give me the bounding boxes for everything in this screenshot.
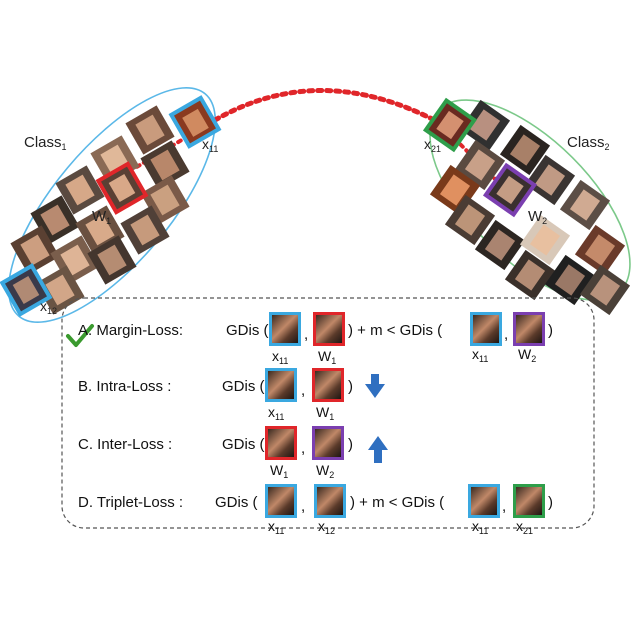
inter-w2-face [312, 426, 344, 460]
class2-label: Class2 [567, 134, 610, 152]
inter-w1-caption: W1 [270, 462, 289, 480]
class1-label: Class1 [24, 134, 67, 152]
margin-loss-label: A. Margin-Loss: [78, 322, 184, 339]
down-arrow-icon [365, 374, 385, 398]
margin-w1-caption: W1 [318, 348, 337, 366]
intra-x11-caption: x11 [268, 404, 285, 422]
x21-cluster-label: x21 [424, 136, 442, 154]
w1-cluster-label: W1 [92, 208, 112, 226]
loss-panel-border [61, 297, 595, 529]
triplet-x11-face [265, 484, 297, 518]
intra-close: ) [348, 378, 353, 395]
margin-x11-caption: x11 [272, 348, 289, 366]
x11-cluster-label: x11 [202, 136, 219, 154]
inter-comma: , [301, 440, 306, 457]
inter-w2-caption: W2 [316, 462, 335, 480]
margin-loss-gdis-open-1: GDis ( [226, 322, 269, 339]
triplet-x12-caption: x12 [318, 518, 336, 536]
triplet-x21-caption: x21 [516, 518, 534, 536]
triplet-x12-face [314, 484, 346, 518]
intra-x11-face [265, 368, 297, 402]
triplet-comma-2: , [502, 498, 507, 515]
triplet-loss-mid: ) + m < GDis ( [350, 494, 445, 511]
margin-w2-face [513, 312, 545, 346]
margin-w2-caption: W2 [518, 346, 537, 364]
margin-loss-mid: ) + m < GDis ( [348, 322, 443, 339]
triplet-x11-caption: x11 [268, 518, 285, 536]
triplet-x11b-face [468, 484, 500, 518]
class2-faces [422, 97, 631, 316]
margin-w1-face [313, 312, 345, 346]
margin-comma-1: , [304, 326, 309, 343]
inter-w1-face [265, 426, 297, 460]
margin-comma-2: , [504, 326, 509, 343]
w2-cluster-label: W2 [528, 208, 548, 226]
triplet-x21-face [513, 484, 545, 518]
inter-class-link [212, 88, 441, 125]
x12-cluster-label: x12 [40, 298, 58, 316]
triplet-close: ) [548, 494, 553, 511]
intra-w1-caption: W1 [316, 404, 335, 422]
intra-loss-gdis-open: GDis ( [222, 378, 265, 395]
up-arrow-icon [368, 436, 388, 463]
triplet-comma-1: , [301, 498, 306, 515]
triplet-loss-label: D. Triplet-Loss : [78, 494, 184, 511]
margin-close: ) [548, 322, 553, 339]
margin-x11-face [269, 312, 301, 346]
inter-loss-label: C. Inter-Loss : [78, 436, 173, 453]
margin-x11b-face [470, 312, 502, 346]
intra-loss-label: B. Intra-Loss : [78, 378, 172, 395]
check-icon [66, 324, 94, 347]
inter-loss-gdis-open: GDis ( [222, 436, 265, 453]
triplet-loss-gdis-open-1: GDis ( [215, 494, 258, 511]
inter-close: ) [348, 436, 353, 453]
margin-x11b-caption: x11 [472, 346, 489, 364]
intra-w1-face [312, 368, 344, 402]
class1-faces [0, 95, 222, 317]
triplet-x11b-caption: x11 [472, 518, 489, 536]
intra-comma: , [301, 382, 306, 399]
